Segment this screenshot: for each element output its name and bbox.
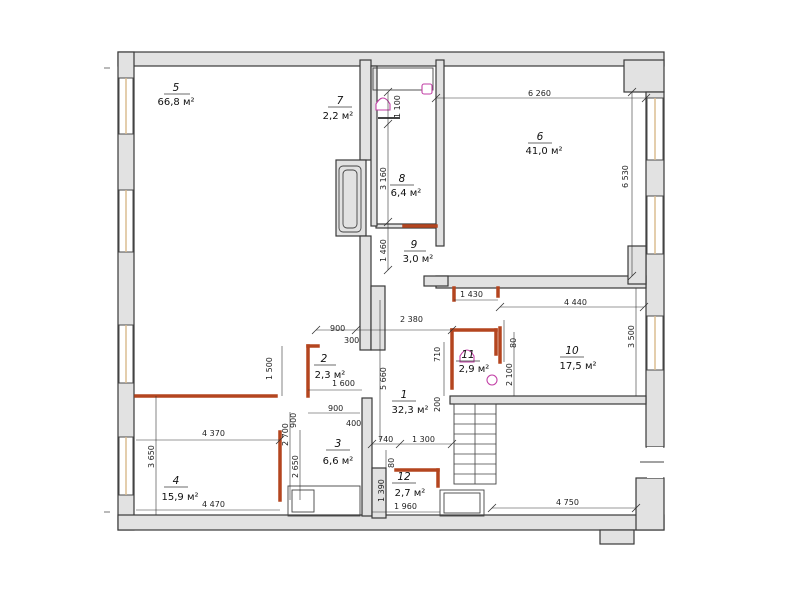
room-4-number: 4 — [173, 475, 180, 487]
dim-2700: 2 700 — [281, 423, 290, 446]
room-3-number: 3 — [335, 438, 342, 450]
dim-740: 740 — [378, 435, 393, 444]
dim-6260: 6 260 — [528, 89, 551, 98]
dim-4370: 4 370 — [202, 429, 225, 438]
room-7-number: 7 — [337, 95, 344, 107]
room-9-area: 3,0 м² — [403, 254, 434, 265]
dim-2650: 2 650 — [291, 455, 300, 478]
room-12-number: 12 — [397, 471, 411, 483]
dim-4440: 4 440 — [564, 298, 587, 307]
room-10-area: 17,5 м² — [560, 361, 597, 372]
dim-2100: 2 100 — [505, 363, 514, 386]
dim-710: 710 — [433, 347, 442, 362]
room-8-number: 8 — [399, 173, 406, 185]
dim-3500: 3 500 — [627, 325, 636, 348]
room-9-number: 9 — [411, 239, 418, 251]
dim-300: 300 — [344, 336, 359, 345]
dim-400: 400 — [346, 419, 361, 428]
room-8-area: 6,4 м² — [391, 188, 422, 199]
dim-1430: 1 430 — [460, 290, 483, 299]
room-11-area: 2,9 м² — [459, 364, 490, 375]
dim-900c: 900 — [289, 413, 298, 428]
dim-80a: 80 — [509, 338, 518, 348]
dim-1600: 1 600 — [332, 379, 355, 388]
room-4-area: 15,9 м² — [162, 492, 199, 503]
dim-1100: 1 100 — [393, 95, 402, 118]
dim-5660: 5 660 — [379, 367, 388, 390]
room-6-area: 41,0 м² — [526, 146, 563, 157]
windows — [118, 77, 664, 496]
dim-6530: 6 530 — [621, 165, 630, 188]
dim-4470: 4 470 — [202, 500, 225, 509]
room-2-number: 2 — [321, 353, 328, 365]
fixtures — [287, 67, 664, 517]
dim-1390: 1 390 — [377, 479, 386, 502]
dim-900a: 900 — [330, 324, 345, 333]
room-labels: 5 66,8 м² 7 2,2 м² 6 41,0 м² 8 6,4 м² 9 … — [158, 82, 597, 503]
room-6-number: 6 — [537, 131, 544, 143]
room-5-number: 5 — [173, 82, 180, 94]
room-2-area: 2,3 м² — [315, 370, 346, 381]
room-10-number: 10 — [565, 345, 579, 357]
room-12-area: 2,7 м² — [395, 488, 426, 499]
dimension-lines — [136, 87, 651, 516]
dim-3160: 3 160 — [379, 167, 388, 190]
dim-200: 200 — [433, 397, 442, 412]
partitions — [134, 224, 502, 502]
dim-4750: 4 750 — [556, 498, 579, 507]
dim-1960: 1 960 — [394, 502, 417, 511]
dim-1300: 1 300 — [412, 435, 435, 444]
dim-1500: 1 500 — [265, 357, 274, 380]
dim-900b: 900 — [328, 404, 343, 413]
room-1-number: 1 — [401, 389, 408, 401]
dim-1460: 1 460 — [379, 239, 388, 262]
interior-walls — [335, 59, 647, 519]
room-3-area: 6,6 м² — [323, 456, 354, 467]
room-7-area: 2,2 м² — [323, 111, 354, 122]
room-5-area: 66,8 м² — [158, 97, 195, 108]
dim-3650: 3 650 — [147, 445, 156, 468]
dimension-labels: 6 260 6 530 1 100 3 160 1 460 1 430 4 44… — [147, 89, 636, 511]
room-1-area: 32,3 м² — [392, 405, 429, 416]
room-11-number: 11 — [461, 349, 474, 361]
dim-2380: 2 380 — [400, 315, 423, 324]
dim-80b: 80 — [387, 458, 396, 468]
